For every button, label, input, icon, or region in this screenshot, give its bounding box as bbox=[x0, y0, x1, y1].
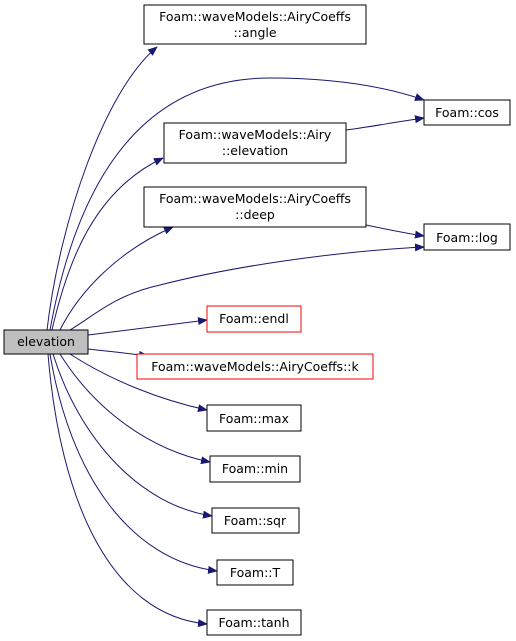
node-label-line1: Foam::waveModels::AiryCoeffs bbox=[159, 9, 351, 24]
edge-airy-elevation-to-cos bbox=[345, 115, 425, 131]
node-label: Foam::waveModels::AiryCoeffs::k bbox=[151, 359, 359, 374]
node-label-line2: ::angle bbox=[233, 25, 276, 40]
node-max[interactable]: Foam::max bbox=[206, 404, 302, 432]
node-label: Foam::endl bbox=[219, 311, 289, 326]
node-tanh[interactable]: Foam::tanh bbox=[206, 609, 302, 636]
edge-elevation-to-airycoeffs-deep bbox=[59, 226, 174, 331]
node-sqr[interactable]: Foam::sqr bbox=[211, 507, 300, 534]
node-label-line1: Foam::waveModels::AiryCoeffs bbox=[159, 191, 351, 206]
edge-elevation-to-tanh bbox=[47, 353, 208, 628]
node-label-line2: ::elevation bbox=[222, 143, 288, 158]
node-endl[interactable]: Foam::endl bbox=[206, 305, 302, 333]
node-airy-elevation[interactable]: Foam::waveModels::Airy ::elevation bbox=[163, 122, 347, 164]
edge-airycoeffs-deep-to-log bbox=[365, 224, 425, 239]
edge-elevation-to-min bbox=[59, 353, 211, 465]
edge-elevation-to-endl bbox=[87, 317, 208, 336]
node-cos[interactable]: Foam::cos bbox=[423, 99, 511, 126]
node-log[interactable]: Foam::log bbox=[423, 223, 511, 251]
node-label: Foam::T bbox=[230, 565, 281, 580]
node-airycoeffs-deep[interactable]: Foam::waveModels::AiryCoeffs ::deep bbox=[143, 186, 367, 228]
node-label-line1: Foam::waveModels::Airy bbox=[179, 127, 332, 142]
node-label-line2: ::deep bbox=[235, 207, 275, 222]
node-label: Foam::tanh bbox=[218, 615, 289, 630]
edge-elevation-to-T bbox=[49, 353, 218, 574]
node-label: elevation bbox=[17, 334, 75, 349]
node-label: Foam::cos bbox=[435, 105, 499, 120]
edge-elevation-to-cos bbox=[49, 77, 425, 331]
node-airycoeffs-k[interactable]: Foam::waveModels::AiryCoeffs::k bbox=[136, 353, 374, 380]
node-label: Foam::min bbox=[222, 461, 288, 476]
node-label: Foam::sqr bbox=[224, 513, 287, 528]
edge-elevation-to-airycoeffs-angle bbox=[46, 46, 158, 331]
edge-elevation-to-airy-elevation bbox=[51, 157, 164, 331]
node-min[interactable]: Foam::min bbox=[209, 455, 301, 483]
edge-elevation-to-max bbox=[69, 353, 208, 413]
node-label: Foam::log bbox=[436, 230, 498, 245]
node-elevation[interactable]: elevation bbox=[3, 329, 89, 355]
node-T[interactable]: Foam::T bbox=[216, 559, 294, 586]
edge-elevation-to-log bbox=[69, 243, 425, 331]
node-airycoeffs-angle[interactable]: Foam::waveModels::AiryCoeffs ::angle bbox=[143, 4, 367, 45]
node-label: Foam::max bbox=[219, 411, 289, 426]
edge-elevation-to-sqr bbox=[52, 353, 213, 519]
